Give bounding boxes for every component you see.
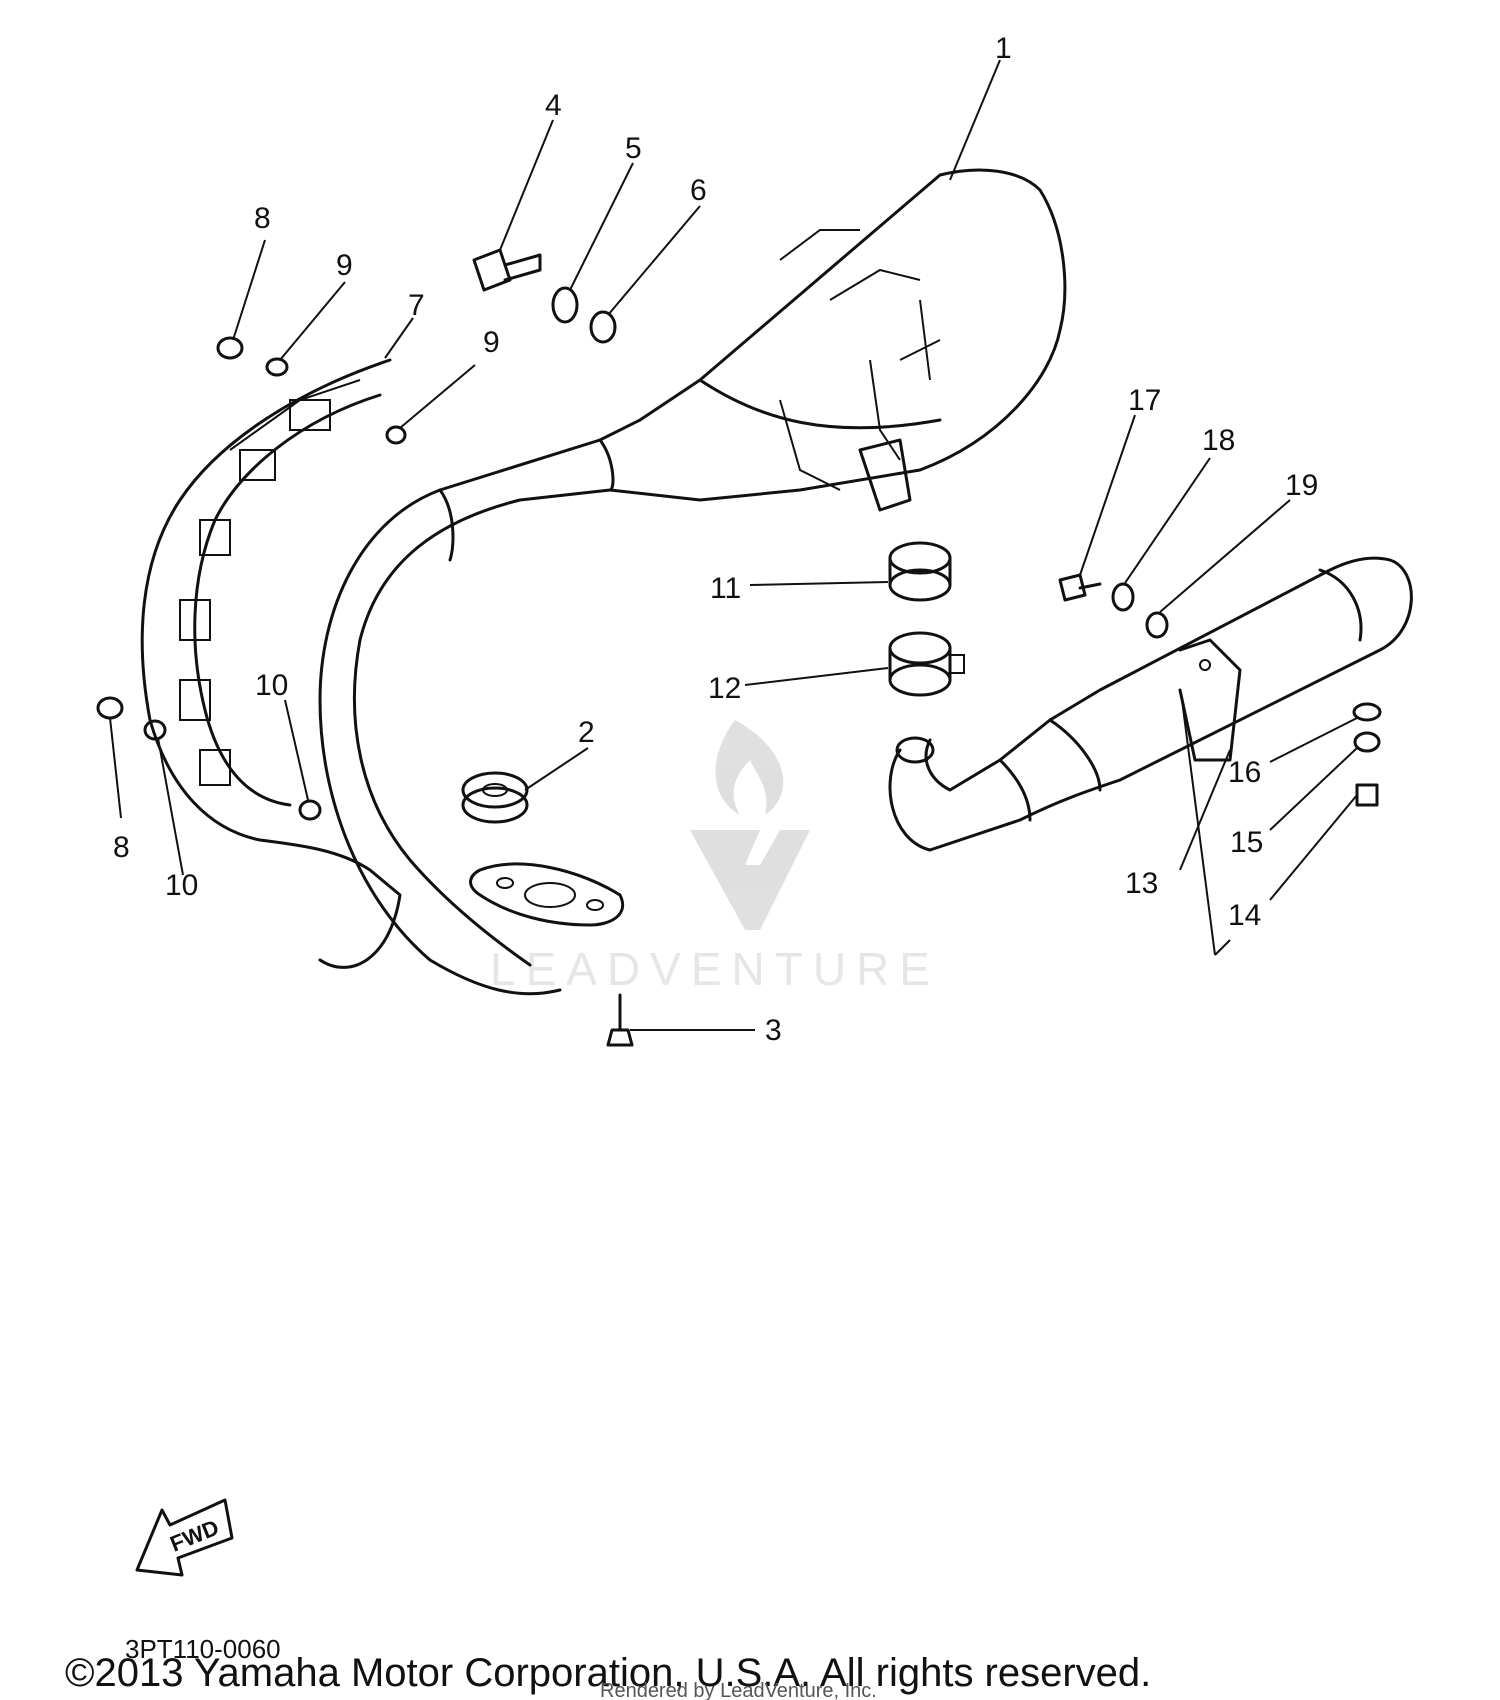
callout-14: 14 — [1228, 899, 1261, 932]
part-silencer — [888, 556, 1413, 852]
part-nuts-8-9-10 — [96, 336, 407, 821]
callout-6: 6 — [690, 174, 707, 207]
part-flange — [469, 862, 625, 927]
part-clamp-12 — [888, 631, 965, 697]
diagram-code: 3PT110-0060 — [125, 1634, 281, 1664]
callout-9-right: 9 — [483, 326, 500, 359]
part-hardware-14-19 — [1058, 573, 1382, 807]
callout-19: 19 — [1285, 469, 1318, 502]
part-bolt-4 — [472, 248, 542, 292]
callout-11: 11 — [710, 572, 741, 605]
callout-18: 18 — [1202, 424, 1235, 457]
watermark-text: LEADVENTURE — [490, 943, 940, 995]
callout-8-top: 8 — [254, 202, 271, 235]
callout-1: 1 — [995, 32, 1012, 65]
callout-9-left: 9 — [336, 249, 353, 282]
callout-12: 12 — [708, 672, 741, 705]
callout-17: 17 — [1128, 384, 1161, 417]
rendered-by-credit: Rendered by LeadVenture, Inc. — [600, 1680, 877, 1700]
callout-4: 4 — [545, 89, 562, 122]
leadventure-watermark: LEADVENTURE — [490, 720, 940, 995]
leader-lines — [109, 59, 1358, 1031]
part-exhaust-pipe — [318, 168, 1067, 996]
copyright-notice: ©2013 Yamaha Motor Corporation, U.S.A. A… — [65, 1651, 1151, 1695]
watermark-logo-icon — [690, 720, 810, 930]
part-grommet-11 — [888, 541, 952, 602]
part-heat-protector — [140, 358, 402, 969]
callout-13: 13 — [1125, 867, 1158, 900]
callout-labels: 1 2 3 4 5 6 7 8 8 9 9 10 10 11 12 13 14 … — [113, 32, 1318, 1047]
callout-5: 5 — [625, 132, 642, 165]
fwd-arrow-icon — [135, 1498, 234, 1577]
callout-3: 3 — [765, 1014, 782, 1047]
callout-7: 7 — [408, 289, 425, 322]
part-washers-5-6 — [551, 286, 617, 344]
callout-10-left: 10 — [165, 869, 198, 902]
part-gasket — [461, 771, 529, 824]
callout-15: 15 — [1230, 826, 1263, 859]
callout-10-right: 10 — [255, 669, 288, 702]
callout-2: 2 — [578, 716, 595, 749]
part-bolt-3 — [606, 993, 634, 1047]
callout-8-bottom: 8 — [113, 831, 130, 864]
callout-16: 16 — [1228, 756, 1261, 789]
